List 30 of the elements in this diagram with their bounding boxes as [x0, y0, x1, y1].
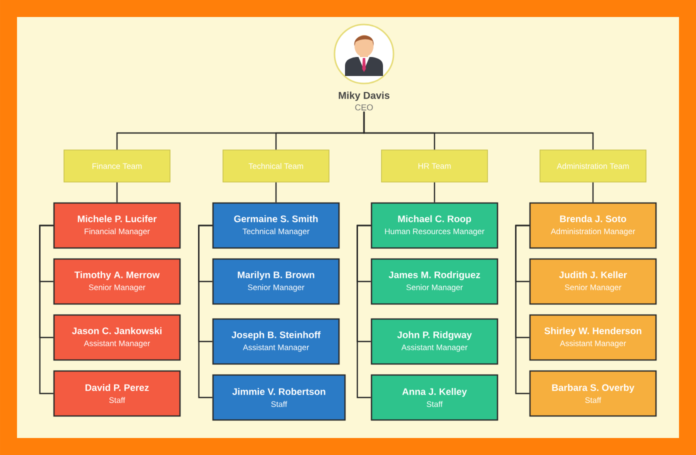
employee-box: Marilyn B. Brown Senior Manager	[212, 258, 340, 305]
employee-box: Michele P. Lucifer Financial Manager	[53, 202, 181, 249]
person-label: Miky Davis CEO	[338, 92, 390, 110]
employee-box: John P. Ridgway Assistant Manager	[370, 318, 498, 365]
connector-line	[434, 182, 436, 202]
team-box: HR Team	[381, 150, 488, 182]
employee-box: James M. Rodriguez Senior Manager	[370, 258, 498, 305]
connector-line	[363, 112, 594, 150]
connector-line	[592, 182, 594, 202]
team-box: Technical Team	[222, 150, 330, 182]
connector-line	[198, 224, 212, 398]
employee-box: Shirley W. Henderson Assistant Manager	[529, 314, 657, 361]
employee-box: Barbara S. Overby Staff	[529, 370, 657, 417]
employee-box: Anna J. Kelley Staff	[370, 374, 498, 421]
connector-line	[275, 182, 277, 202]
team-box: Administration Team	[540, 150, 646, 182]
team-box: Finance Team	[64, 150, 170, 182]
connector-line	[116, 182, 118, 202]
employee-box: Joseph B. Steinhoff Assistant Manager	[212, 318, 340, 365]
employee-box: David P. Perez Staff	[53, 370, 181, 417]
employee-box: Germaine S. Smith Technical Manager	[212, 202, 340, 249]
connector-line	[515, 224, 530, 394]
connector-line	[356, 224, 371, 398]
employee-box: Jason C. Jankowski Assistant Manager	[53, 314, 181, 361]
employee-box: Michael C. Roop Human Resources Manager	[370, 202, 498, 249]
employee-box: Judith J. Keller Senior Manager	[529, 258, 657, 305]
connector-line	[39, 224, 54, 394]
employee-box: Brenda J. Soto Administration Manager	[529, 202, 657, 249]
employee-box: Timothy A. Merrow Senior Manager	[53, 258, 181, 305]
employee-box: Jimmie V. Robertson Staff	[212, 374, 346, 421]
